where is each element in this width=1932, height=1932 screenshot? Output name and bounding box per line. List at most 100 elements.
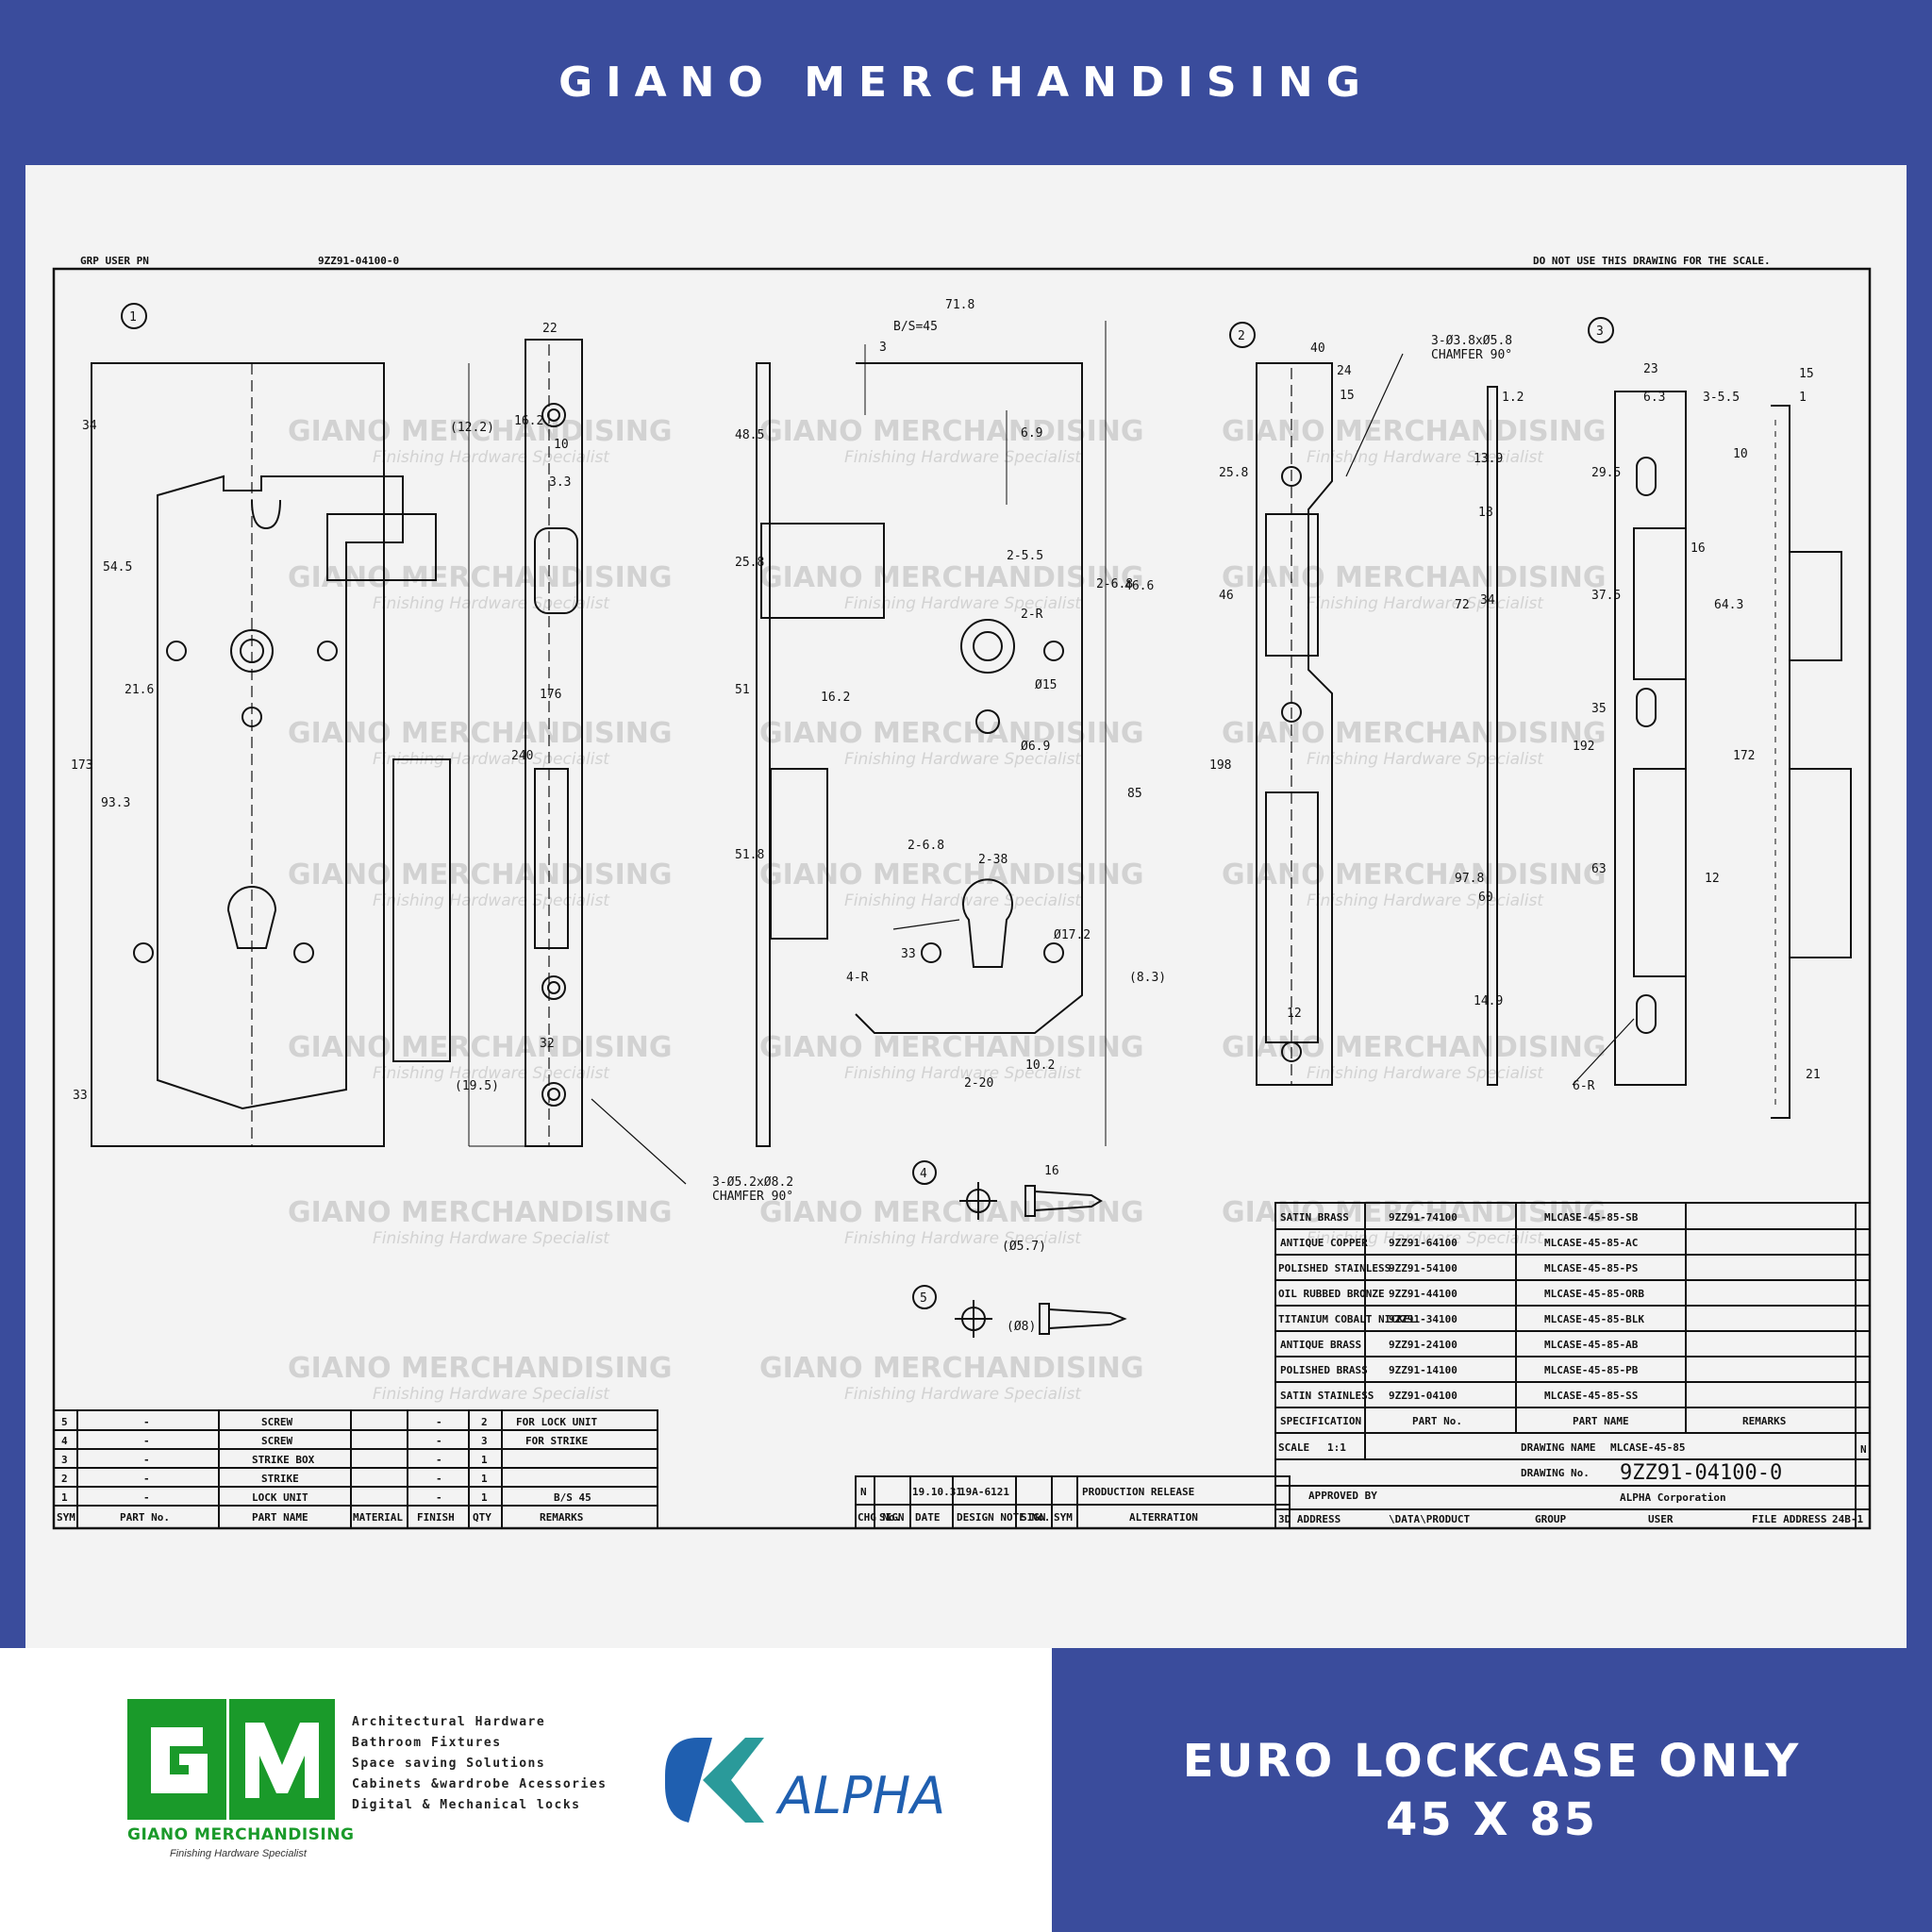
svg-text:1: 1	[61, 1491, 68, 1504]
svg-text:MLCASE-45-85-BLK: MLCASE-45-85-BLK	[1544, 1313, 1644, 1325]
svg-text:9ZZ91-14100: 9ZZ91-14100	[1389, 1364, 1457, 1376]
svg-text:24B-1: 24B-1	[1832, 1513, 1863, 1525]
service-item: Cabinets &wardrobe Acessories	[352, 1777, 608, 1791]
dim-label: 15	[1340, 389, 1355, 403]
dim-label: 23	[1643, 362, 1658, 376]
dim-label: 3	[879, 341, 887, 355]
dim-label: 33	[73, 1089, 88, 1103]
alpha-logo: ALPHA	[665, 1738, 945, 1825]
svg-text:FOR LOCK UNIT: FOR LOCK UNIT	[516, 1416, 597, 1428]
svg-text:DESIGN NOTE No.: DESIGN NOTE No.	[957, 1511, 1050, 1524]
dim-label: 71.8	[945, 298, 974, 312]
svg-text:-: -	[436, 1416, 442, 1428]
svg-text:9ZZ91-04100: 9ZZ91-04100	[1389, 1390, 1457, 1402]
svg-text:REMARKS: REMARKS	[540, 1511, 583, 1524]
dim-label: 16	[1044, 1164, 1059, 1178]
svg-text:MLCASE-45-85-PB: MLCASE-45-85-PB	[1544, 1364, 1639, 1376]
svg-text:APPROVED BY: APPROVED BY	[1308, 1490, 1377, 1502]
dim-label: 40	[1310, 341, 1325, 356]
title-block: SCALE 1:1 DRAWING NAME MLCASE-45-85 DRAW…	[1278, 1441, 1867, 1525]
dim-label: 192	[1573, 740, 1594, 754]
footer-product-panel: EURO LOCKCASE ONLY 45 X 85	[1052, 1648, 1932, 1932]
dim-label: 15	[1799, 367, 1814, 381]
svg-text:MLCASE-45-85-ORB: MLCASE-45-85-ORB	[1544, 1288, 1644, 1300]
svg-text:2: 2	[481, 1416, 488, 1428]
svg-text:9ZZ91-44100: 9ZZ91-44100	[1389, 1288, 1457, 1300]
dim-label: 2-R	[1021, 608, 1043, 622]
svg-text:SYM: SYM	[57, 1511, 75, 1524]
svg-text:REMARKS: REMARKS	[1742, 1415, 1786, 1427]
svg-text:3D ADDRESS: 3D ADDRESS	[1278, 1513, 1341, 1525]
svg-text:N: N	[1860, 1443, 1867, 1456]
svg-text:PRODUCTION RELEASE: PRODUCTION RELEASE	[1082, 1486, 1194, 1498]
dim-label: 2-6.8	[1096, 577, 1133, 591]
dim-label: 176	[540, 688, 561, 702]
dim-label: 2-38	[978, 853, 1008, 867]
service-item: Bathroom Fixtures	[352, 1736, 502, 1750]
svg-text:\DATA\PRODUCT: \DATA\PRODUCT	[1389, 1513, 1470, 1525]
svg-text:1: 1	[481, 1491, 488, 1504]
svg-text:SCREW: SCREW	[261, 1416, 292, 1428]
dim-label: (Ø8)	[1007, 1320, 1036, 1334]
svg-text:MLCASE-45-85-PS: MLCASE-45-85-PS	[1544, 1262, 1638, 1274]
svg-text:DRAWING NAME: DRAWING NAME	[1521, 1441, 1595, 1454]
page-header: GIANO MERCHANDISING	[0, 0, 1932, 165]
svg-text:PART No.: PART No.	[120, 1511, 170, 1524]
dim-label: 97.8	[1455, 872, 1484, 886]
svg-text:STRIKE: STRIKE	[261, 1473, 299, 1485]
svg-text:1: 1	[481, 1454, 488, 1466]
svg-text:PART NAME: PART NAME	[1573, 1415, 1629, 1427]
svg-text:9ZZ91-74100: 9ZZ91-74100	[1389, 1211, 1457, 1224]
dim-label: 4-R	[846, 971, 869, 985]
dim-label: 21	[1806, 1068, 1821, 1082]
dim-label: 25.8	[735, 556, 764, 570]
dim-label: 21.6	[125, 683, 154, 697]
dim-label: 18	[1478, 506, 1493, 520]
svg-text:4: 4	[61, 1435, 68, 1447]
svg-text:POLISHED STAINLESS: POLISHED STAINLESS	[1278, 1262, 1391, 1274]
scale-note: DO NOT USE THIS DRAWING FOR THE SCALE.	[1533, 255, 1771, 267]
brand-tagline: Finishing Hardware Specialist	[170, 1848, 307, 1859]
svg-text:PART NAME: PART NAME	[252, 1511, 308, 1524]
service-item: Architectural Hardware	[352, 1715, 546, 1729]
header-title: GIANO MERCHANDISING	[558, 58, 1374, 107]
dim-label: (8.3)	[1129, 971, 1166, 985]
svg-text:ALPHA Corporation: ALPHA Corporation	[1620, 1491, 1726, 1504]
dim-label: 173	[71, 758, 92, 773]
dim-label: 63	[1591, 862, 1607, 876]
dim-label: 172	[1733, 749, 1755, 763]
dim-label: 6.3	[1643, 391, 1665, 405]
revision-block: N 19.10.31 19A-6121 PRODUCTION RELEASE C…	[858, 1486, 1198, 1524]
svg-text:QTY: QTY	[473, 1511, 491, 1524]
alpha-wordmark: ALPHA	[775, 1766, 945, 1825]
dim-label: 72	[1455, 598, 1470, 612]
svg-text:ANTIQUE COPPER: ANTIQUE COPPER	[1280, 1237, 1368, 1249]
svg-text:STRIKE BOX: STRIKE BOX	[252, 1454, 315, 1466]
view-number-5: 5	[920, 1291, 927, 1306]
dim-label: 46.6	[1124, 579, 1154, 593]
svg-text:LOCK UNIT: LOCK UNIT	[252, 1491, 308, 1504]
svg-text:SCALE: SCALE	[1278, 1441, 1309, 1454]
svg-text:-: -	[436, 1435, 442, 1447]
dim-label: 12	[1287, 1007, 1302, 1021]
dim-label: Ø15	[1035, 678, 1057, 692]
dim-label: 6.9	[1021, 426, 1042, 441]
svg-text:9ZZ91-54100: 9ZZ91-54100	[1389, 1262, 1457, 1274]
svg-text:OIL RUBBED BRONZE: OIL RUBBED BRONZE	[1278, 1288, 1385, 1300]
dim-label: 1.2	[1502, 391, 1524, 405]
dim-label: 29.5	[1591, 466, 1621, 480]
dim-label: 51	[735, 683, 750, 697]
dim-label: 10.2	[1025, 1058, 1055, 1073]
dim-label: 35	[1591, 702, 1607, 716]
service-item: Digital & Mechanical locks	[352, 1798, 581, 1812]
view-number-2: 2	[1238, 329, 1245, 343]
svg-text:2: 2	[61, 1473, 68, 1485]
svg-text:-: -	[143, 1435, 150, 1447]
dim-label: 3-5.5	[1703, 391, 1740, 405]
svg-text:5: 5	[61, 1416, 68, 1428]
